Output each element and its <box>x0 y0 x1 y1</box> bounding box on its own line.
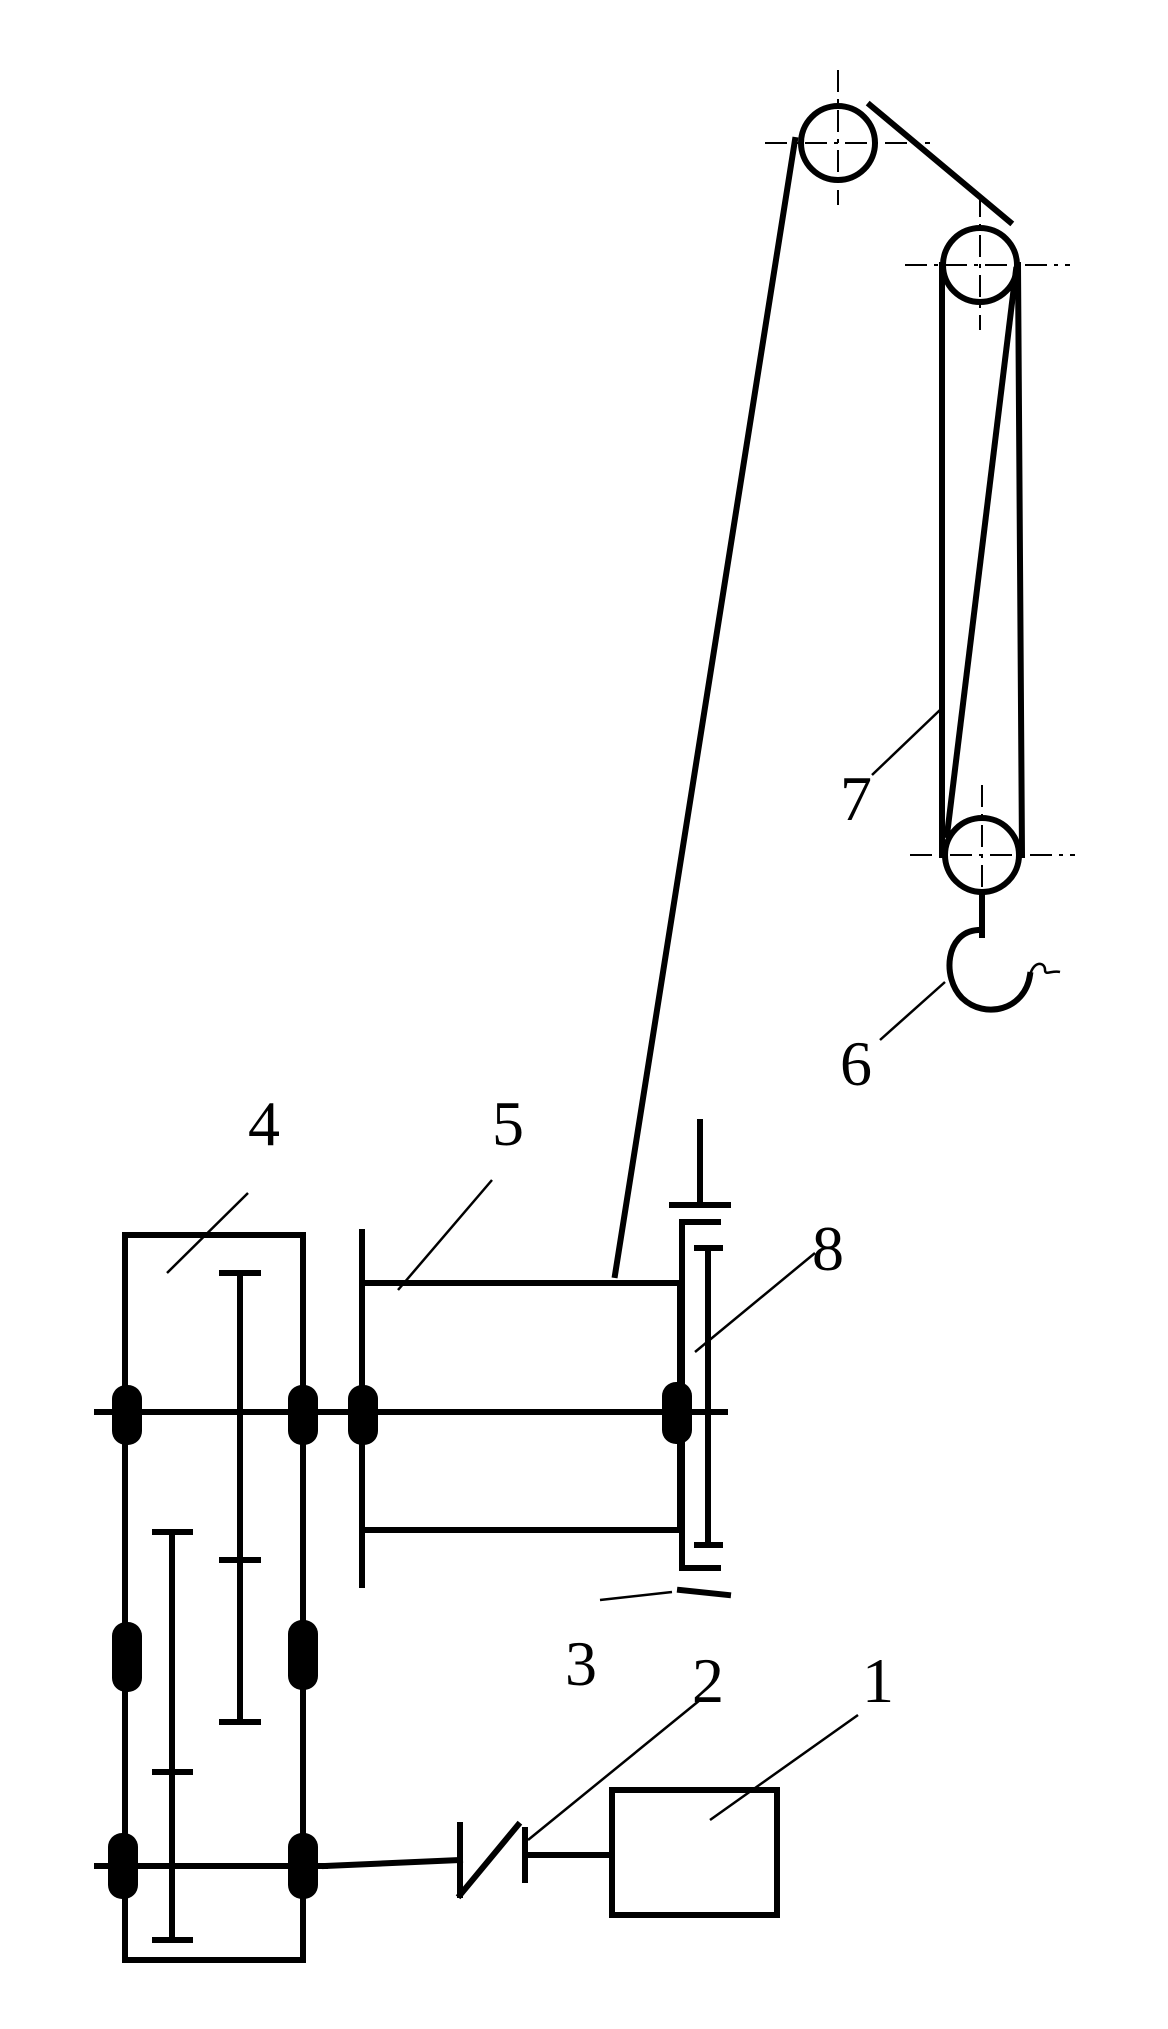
label-drum: 5 <box>492 1088 524 1159</box>
rope-system <box>611 100 1026 1279</box>
bearing <box>112 1622 142 1692</box>
leader-6 <box>879 981 946 1041</box>
leader-4 <box>166 1192 249 1274</box>
leader-5 <box>397 1179 493 1291</box>
drum <box>348 1229 692 1588</box>
rope-drum-to-top-pulley <box>611 136 799 1279</box>
leader-1 <box>709 1713 859 1822</box>
leader-8 <box>694 1252 816 1353</box>
bearing <box>288 1385 318 1445</box>
leader-3 <box>599 1590 673 1602</box>
gearbox <box>94 1232 728 1963</box>
brake-shoe-bottom <box>676 1586 732 1599</box>
label-brake: 3 <box>565 1628 597 1699</box>
label-hook: 6 <box>840 1028 872 1099</box>
rope-top-to-middle-pulley <box>865 100 1015 227</box>
bearing <box>288 1833 318 1899</box>
top-pulley <box>765 70 930 205</box>
motor <box>609 1787 780 1918</box>
bearing <box>662 1382 692 1444</box>
bearing <box>288 1620 318 1690</box>
brake <box>669 1119 732 1599</box>
motor-box <box>609 1787 780 1918</box>
coupling <box>455 1820 615 1900</box>
rope-diagonal-fall <box>943 266 1020 839</box>
drum-gear <box>694 1245 723 1548</box>
middle-pulley <box>905 195 1070 330</box>
leader-2 <box>527 1699 701 1841</box>
label-rope: 7 <box>840 763 872 834</box>
leader-lines <box>166 709 946 1841</box>
label-motor: 1 <box>862 1645 894 1716</box>
leader-7 <box>871 709 941 776</box>
hook-block-pulley <box>910 785 1075 920</box>
coupling-zigzag <box>455 1820 523 1900</box>
hook <box>946 889 1061 1013</box>
motor-shaft-segment <box>321 1856 464 1870</box>
label-gearbox: 4 <box>248 1088 280 1159</box>
labels: 4 5 8 7 6 3 2 1 <box>248 763 894 1716</box>
label-coupling: 2 <box>692 1645 724 1716</box>
gearbox-housing <box>122 1232 306 1963</box>
label-gear: 8 <box>812 1213 844 1284</box>
bearing <box>108 1833 138 1899</box>
rope-right-fall <box>1014 261 1026 859</box>
hook-tip <box>1028 962 1061 976</box>
hook-body <box>946 926 1034 1013</box>
bearing <box>112 1385 142 1445</box>
bearing <box>348 1385 378 1445</box>
